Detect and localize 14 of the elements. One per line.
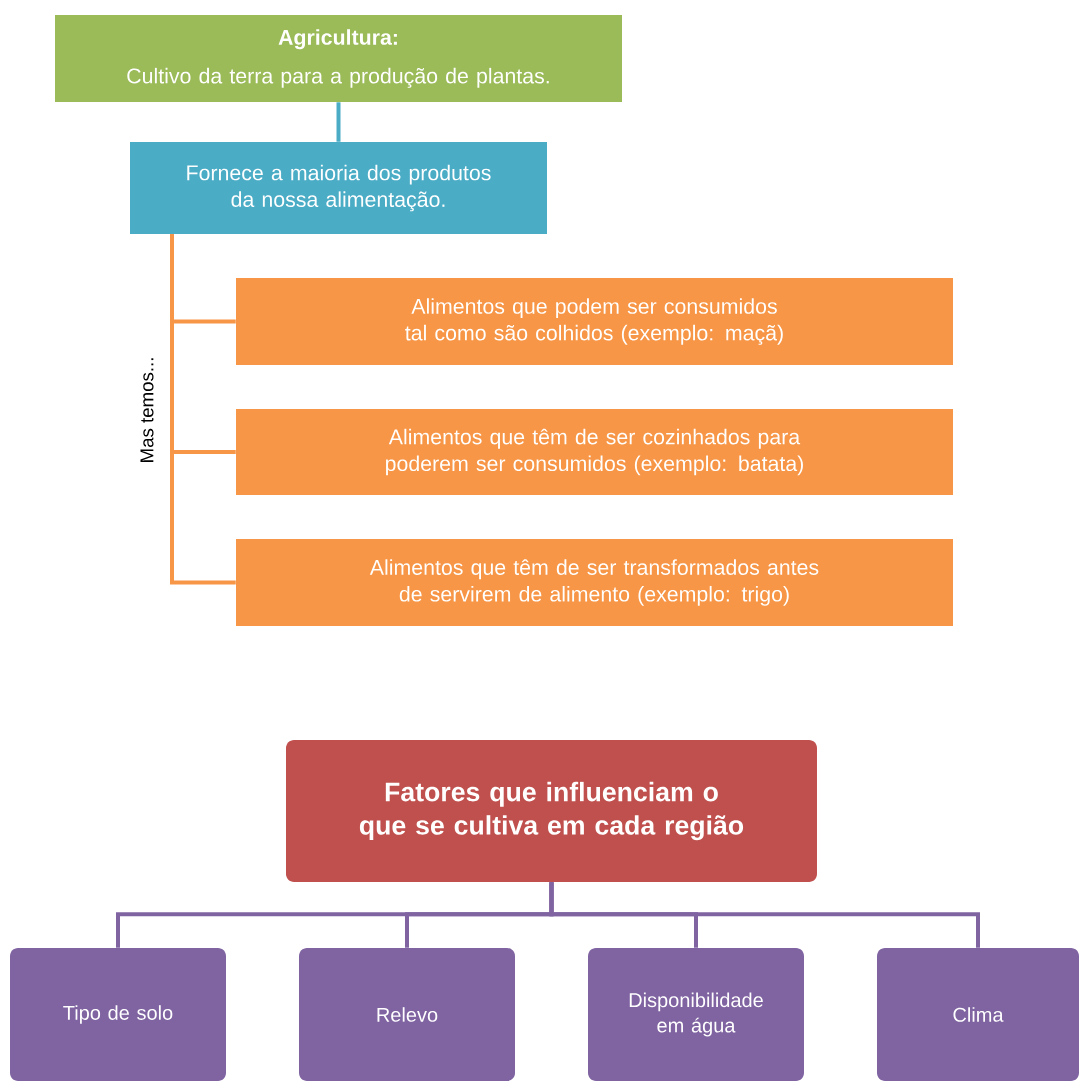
process-box: Alimentos que têm de ser transformados antes de servirem de alimento (exemplo: trigo): [236, 539, 953, 626]
connector-line: [549, 882, 980, 948]
bracket-label: Mas temos...: [140, 358, 154, 462]
factor-box: Tipo de solo: [10, 948, 226, 1081]
process-box: Alimentos que têm de ser cozinhados para poderem ser consumidos (exemplo: batata): [236, 409, 953, 495]
heading-box: Fatores que influenciam o que se cultiva em cada região: [286, 740, 817, 882]
factor-box: Clima: [877, 948, 1079, 1081]
factor-box: Relevo: [299, 948, 515, 1081]
process-box: Alimentos que podem ser consumidos tal como são colhidos (exemplo: maçã): [236, 278, 953, 365]
process-box: Fornece a maioria dos produtos da nossa alimentação.: [130, 142, 547, 234]
connector-line: [170, 234, 236, 585]
factor-box: Disponibilidade em água: [588, 948, 804, 1081]
connector-line: [336, 102, 341, 142]
process-box: Agricultura: Cultivo da terra para a produção de plantas.: [55, 15, 622, 102]
